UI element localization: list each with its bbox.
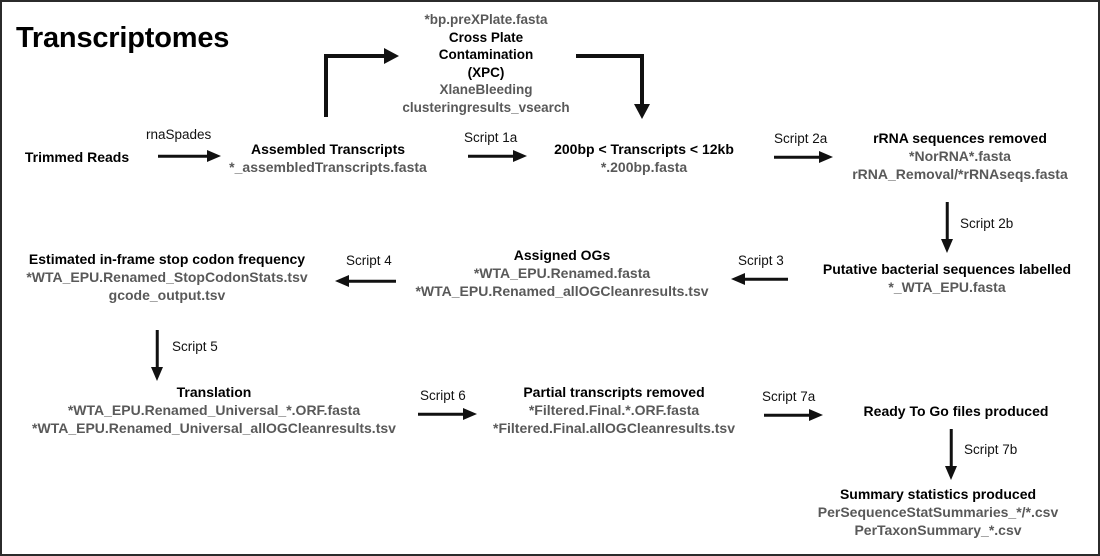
arrow-shaft [418, 412, 466, 416]
edge-label-script-2a: Script 2a [774, 131, 828, 146]
summary-stats-title: Summary statistics produced [839, 486, 1037, 502]
node-translation: Translation *WTA_EPU.Renamed_Universal_*… [2, 383, 426, 438]
stop-codon-file-1: gcode_output.tsv [108, 287, 226, 304]
assembled-transcripts-file-0: *_assembledTranscripts.fasta [229, 159, 427, 176]
arrow-rrna-to-bacterial [940, 202, 954, 253]
node-stop-codon-frequency: Estimated in-frame stop codon frequency … [2, 250, 332, 305]
arrow-shaft [346, 279, 396, 283]
arrow-shaft [155, 330, 159, 370]
arrow-head [151, 367, 163, 381]
translation-file-1: *WTA_EPU.Renamed_Universal_allOGCleanres… [32, 420, 396, 437]
xpc-file-bottom-1: XlaneBleeding [439, 82, 533, 98]
node-size-filtered-transcripts: 200bp < Transcripts < 12kb *.200bp.fasta [518, 140, 770, 176]
edge-label-script-6: Script 6 [420, 388, 466, 403]
assigned-ogs-title: Assigned OGs [513, 247, 611, 263]
rrna-removed-title: rRNA sequences removed [873, 130, 1047, 146]
translation-title: Translation [176, 384, 252, 400]
arrow-head [945, 466, 957, 480]
elbow-to-xpc-vertical [324, 54, 328, 117]
assigned-ogs-file-1: *WTA_EPU.Renamed_allOGCleanresults.tsv [415, 283, 709, 300]
page-title: Transcriptomes [16, 22, 230, 54]
node-cross-plate-contamination: *bp.preXPlate.fasta Cross Plate Contamin… [366, 11, 606, 116]
elbow-to-xpc-horizontal [324, 54, 386, 58]
arrow-shaft [945, 202, 949, 242]
edge-label-script-7a: Script 7a [762, 389, 816, 404]
stop-codon-file-0: *WTA_EPU.Renamed_StopCodonStats.tsv [26, 269, 308, 286]
arrow-trimmed-to-assembled [158, 149, 221, 163]
bacterial-labelled-file-0: *_WTA_EPU.fasta [888, 279, 1006, 296]
arrow-translation-to-partial [418, 407, 477, 421]
arrow-shaft [158, 154, 210, 158]
node-assigned-ogs: Assigned OGs *WTA_EPU.Renamed.fasta *WTA… [400, 246, 724, 301]
arrow-head [809, 409, 823, 421]
edge-label-script-3: Script 3 [738, 253, 784, 268]
summary-stats-file-1: PerTaxonSummary_*.csv [854, 522, 1022, 539]
xpc-title-line3: (XPC) [467, 64, 505, 80]
edge-label-script-4: Script 4 [346, 253, 392, 268]
assigned-ogs-file-0: *WTA_EPU.Renamed.fasta [473, 265, 651, 282]
node-summary-statistics: Summary statistics produced PerSequenceS… [792, 485, 1084, 540]
arrow-bacterial-to-ogs [731, 272, 788, 286]
bacterial-labelled-title: Putative bacterial sequences labelled [822, 261, 1072, 277]
stop-codon-title: Estimated in-frame stop codon frequency [28, 251, 306, 267]
node-rrna-removed: rRNA sequences removed *NorRNA*.fasta rR… [836, 129, 1084, 184]
elbow-arrow-to-xpc [324, 48, 400, 117]
edge-label-script-2b: Script 2b [960, 216, 1014, 231]
edge-label-rnaspades: rnaSpades [146, 127, 212, 142]
arrow-shaft [742, 277, 788, 281]
arrow-shaft [764, 413, 812, 417]
node-partial-transcripts-removed: Partial transcripts removed *Filtered.Fi… [468, 383, 760, 438]
edge-label-script-5: Script 5 [172, 339, 218, 354]
rrna-removed-file-0: *NorRNA*.fasta [909, 148, 1011, 165]
arrow-shaft [949, 429, 953, 469]
arrow-head [819, 151, 833, 163]
ready-to-go-title: Ready To Go files produced [863, 403, 1049, 419]
elbow-to-xpc-arrowhead [384, 48, 399, 64]
summary-stats-file-0: PerSequenceStatSummaries_*/*.csv [817, 504, 1059, 521]
arrow-head [731, 273, 745, 285]
size-filtered-title: 200bp < Transcripts < 12kb [554, 141, 734, 157]
edge-label-script-1a: Script 1a [464, 130, 518, 145]
arrow-head [513, 150, 527, 162]
partial-removed-title: Partial transcripts removed [523, 384, 705, 400]
partial-removed-file-1: *Filtered.Final.allOGCleanresults.tsv [493, 420, 735, 437]
arrow-head [941, 239, 953, 253]
arrow-head [207, 150, 221, 162]
arrow-head [335, 275, 349, 287]
partial-removed-file-0: *Filtered.Final.*.ORF.fasta [528, 402, 700, 419]
elbow-from-xpc-horizontal [576, 54, 644, 58]
arrow-shaft [774, 155, 822, 159]
elbow-from-xpc-vertical [640, 54, 644, 110]
node-trimmed-reads: Trimmed Reads [2, 148, 152, 166]
arrow-ogs-to-stopcodon [335, 274, 396, 288]
node-assembled-transcripts: Assembled Transcripts *_assembledTranscr… [202, 140, 454, 176]
rrna-removed-file-1: rRNA_Removal/*rRNAseqs.fasta [852, 166, 1068, 183]
assembled-transcripts-title: Assembled Transcripts [250, 141, 406, 157]
trimmed-reads-title: Trimmed Reads [24, 149, 130, 165]
size-filtered-file-0: *.200bp.fasta [600, 159, 688, 176]
xpc-file-top: *bp.preXPlate.fasta [424, 12, 548, 27]
edge-label-script-7b: Script 7b [964, 442, 1018, 457]
node-ready-to-go: Ready To Go files produced [828, 402, 1084, 420]
translation-file-0: *WTA_EPU.Renamed_Universal_*.ORF.fasta [67, 402, 361, 419]
arrow-partial-to-readytogo [764, 408, 823, 422]
arrow-shaft [468, 154, 516, 158]
arrow-sizefilter-to-rrna [774, 150, 833, 164]
node-bacterial-labelled: Putative bacterial sequences labelled *_… [802, 260, 1092, 296]
arrow-stopcodon-to-translation [150, 330, 164, 381]
arrow-assembled-to-sizefilter [468, 149, 527, 163]
elbow-arrow-from-xpc [576, 54, 652, 119]
arrow-head [463, 408, 477, 420]
xpc-title-line2: Contamination [438, 47, 534, 63]
xpc-title-line1: Cross Plate [448, 29, 524, 45]
xpc-file-bottom-2: clusteringresults_vsearch [402, 99, 570, 115]
arrow-readytogo-to-summary [944, 429, 958, 480]
elbow-from-xpc-arrowhead [634, 104, 650, 119]
